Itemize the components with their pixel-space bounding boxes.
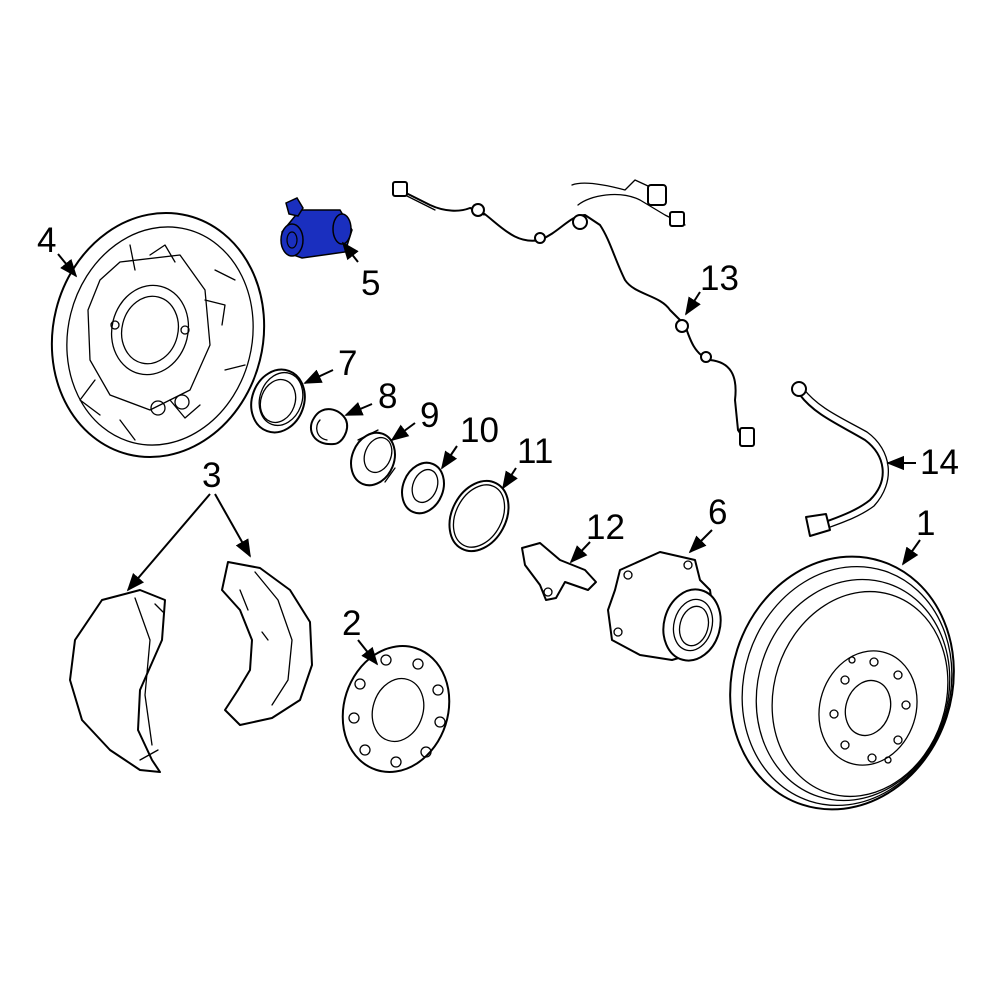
brake-hose[interactable]	[791, 381, 889, 537]
leader-12	[569, 541, 591, 564]
leader-7	[303, 369, 334, 384]
brake-shoe-right[interactable]	[221, 561, 313, 726]
leader-1	[901, 539, 921, 566]
callout-9: 9	[420, 396, 439, 435]
leader-5	[341, 241, 359, 263]
callout-12: 12	[586, 508, 625, 547]
callout-14: 14	[920, 443, 959, 482]
callout-8: 8	[378, 377, 397, 416]
callout-6: 6	[708, 493, 727, 532]
leader-11	[502, 467, 518, 490]
o-ring[interactable]	[438, 471, 520, 562]
callout-3: 3	[202, 456, 221, 495]
callout-10: 10	[460, 411, 499, 450]
wheel-hub[interactable]	[607, 551, 728, 667]
callout-13: 13	[700, 259, 739, 298]
abs-wire-harness[interactable]	[392, 179, 755, 447]
backing-plate[interactable]	[26, 190, 289, 479]
leader-10	[440, 445, 458, 470]
callout-4: 4	[37, 221, 56, 260]
wheel-cylinder[interactable]	[280, 197, 353, 259]
speed-sensor[interactable]	[521, 542, 597, 601]
callout-7: 7	[338, 344, 357, 383]
leader-6	[688, 529, 713, 554]
outer-bearing[interactable]	[395, 456, 452, 519]
inner-bearing[interactable]	[343, 426, 402, 492]
callout-5: 5	[361, 264, 380, 303]
leader-3b	[214, 493, 251, 558]
leader-8	[344, 402, 373, 416]
snap-ring[interactable]	[309, 408, 348, 446]
callout-2: 2	[342, 604, 361, 643]
leader-3a	[126, 493, 211, 592]
callout-1: 1	[916, 504, 935, 543]
leader-13	[685, 291, 701, 316]
brake-drum[interactable]	[698, 527, 986, 838]
leader-4	[57, 253, 78, 278]
callout-11: 11	[517, 432, 553, 471]
leader-9	[390, 422, 416, 442]
brake-shoe-left[interactable]	[69, 589, 166, 773]
leader-2	[357, 639, 379, 666]
spacer-plate[interactable]	[327, 632, 465, 786]
oil-seal[interactable]	[243, 362, 314, 440]
